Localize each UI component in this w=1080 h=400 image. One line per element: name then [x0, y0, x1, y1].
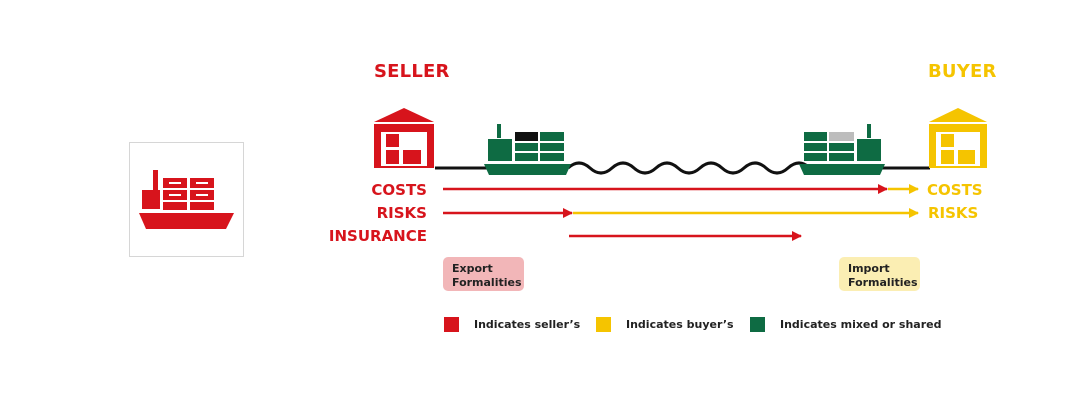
- sea-waves: [566, 161, 812, 175]
- export-formalities-box: Export Formalities: [443, 257, 524, 291]
- legend-swatch-seller: [444, 317, 459, 332]
- seller-title: SELLER: [374, 61, 450, 82]
- seller-risks-label: RISKS: [376, 204, 427, 222]
- cargo-ship-icon: [139, 170, 234, 229]
- buyer-warehouse-icon: [929, 108, 987, 168]
- export-formalities-line2: Formalities: [452, 276, 522, 289]
- legend-swatch-buyer: [596, 317, 611, 332]
- legend-label-seller: Indicates seller’s: [474, 318, 581, 331]
- seller-costs-label: COSTS: [371, 181, 427, 199]
- buyer-costs-label: COSTS: [927, 181, 983, 199]
- departing-ship-icon: [484, 124, 571, 175]
- export-formalities-line1: Export: [452, 262, 493, 275]
- seller-insurance-label: INSURANCE: [328, 227, 427, 245]
- arriving-ship-icon: [799, 124, 885, 175]
- import-formalities-box: Import Formalities: [839, 257, 920, 291]
- legend-item-shared: Indicates mixed or shared: [750, 317, 950, 333]
- import-formalities-line1: Import: [848, 262, 890, 275]
- legend-swatch-shared: [750, 317, 765, 332]
- transport-mode-icon-box: [129, 142, 244, 257]
- legend-item-seller: Indicates seller’s: [444, 317, 594, 333]
- legend-label-buyer: Indicates buyer’s: [626, 318, 734, 331]
- legend-label-shared: Indicates mixed or shared: [780, 318, 942, 331]
- buyer-risks-label: RISKS: [928, 204, 979, 222]
- buyer-title: BUYER: [928, 61, 997, 82]
- seller-warehouse-icon: [374, 108, 434, 168]
- import-formalities-line2: Formalities: [848, 276, 918, 289]
- legend-item-buyer: Indicates buyer’s: [596, 317, 746, 333]
